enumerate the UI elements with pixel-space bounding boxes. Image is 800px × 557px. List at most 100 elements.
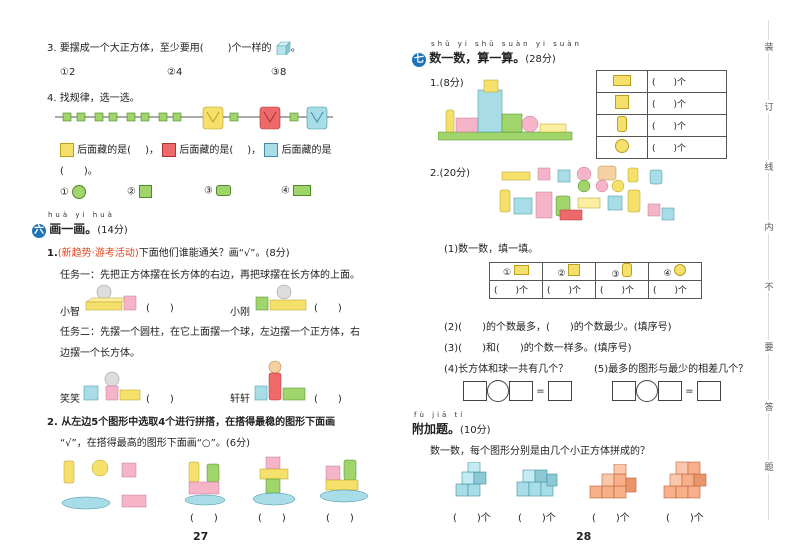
q7-1-answer-4[interactable]: ( )个 <box>647 136 727 159</box>
q4-option-1[interactable]: ① <box>60 185 87 199</box>
q7-2-answer-4[interactable]: ( )个 <box>648 280 702 299</box>
ball-icon <box>615 139 629 153</box>
side-char: 不 <box>759 280 779 293</box>
stack-b <box>252 456 296 506</box>
q4-option-4[interactable]: ④ <box>281 185 312 197</box>
right-page: shǔ yi shǔ suàn yi suàn 七 数一数，算一算。(28分) … <box>400 0 800 557</box>
xiaoxiao-arrangement <box>83 371 141 401</box>
sec6-header: 六 画一画。(14分) <box>32 222 128 238</box>
cylinder-icon <box>216 185 232 196</box>
cube-icon <box>615 95 629 109</box>
q7-2-count-table: ① ② ③ ④ ( )个 ( )个 ( )个 ( )个 <box>489 262 702 299</box>
q7-2-sub3[interactable]: (3)( )和( )的个数一样多。(填序号) <box>444 343 632 354</box>
name-xiaozhi: 小智 <box>60 307 80 318</box>
cuboid-icon <box>513 265 529 275</box>
q4-option-3[interactable]: ③ <box>204 185 232 197</box>
cylinder-icon <box>617 116 627 132</box>
q7-1-block-picture <box>438 79 573 141</box>
q3-option-1[interactable]: ①2 <box>60 67 76 78</box>
table-row: ( )个 <box>596 136 727 159</box>
side-char: 答 <box>759 400 779 413</box>
q6-1-task2-line1: 任务二：先摆一个圆柱，在它上面摆一个球，左边摆一个正方体，右 <box>60 327 360 338</box>
q7-2-sub5: (5)最多的图形与最少的相差几个？ <box>594 364 749 375</box>
q7-2-sub4: (4)长方体和球一共有几个？ <box>444 364 569 375</box>
answer-box[interactable] <box>612 381 636 401</box>
q3-option-3[interactable]: ③8 <box>271 67 287 78</box>
q4-question-line: 后面藏的是()， 后面藏的是()， 后面藏的是 <box>60 141 332 157</box>
q4-option-2[interactable]: ② <box>127 185 153 198</box>
sec7-badge: 七 <box>412 53 426 67</box>
cube-stack-3 <box>589 464 637 499</box>
bonus-pinyin: fù jiā tí <box>414 411 466 419</box>
side-char: 装 <box>759 40 779 53</box>
left-page: 3. 要摆成一个大正方体，至少要用()个一样的 。 ①2 ②4 ③8 4. 找规… <box>32 41 369 543</box>
bonus-answer-2[interactable]: ( )个 <box>518 513 556 524</box>
operator-circle[interactable] <box>636 380 658 402</box>
side-char: 题 <box>759 460 779 473</box>
answer-box[interactable] <box>463 381 487 401</box>
bonus-answer-4[interactable]: ( )个 <box>666 513 704 524</box>
side-char: 订 <box>759 100 779 113</box>
yellow-mask-icon <box>60 143 74 157</box>
answer-box[interactable] <box>696 381 721 401</box>
cylinder-icon <box>622 263 633 277</box>
q7-1-label: 1.(8分) <box>430 78 464 89</box>
q6-2-source-shapes <box>61 459 147 510</box>
cuboid-icon <box>293 185 312 196</box>
bonus-title: 附加题。 <box>412 422 461 436</box>
bonus-header: 附加题。(10分) <box>412 422 491 436</box>
bonus-answer-3[interactable]: ( )个 <box>592 513 630 524</box>
cube-icon <box>139 185 153 198</box>
operator-circle[interactable] <box>487 380 509 402</box>
page-number-right: 28 <box>576 530 592 543</box>
q6-2-stem-line1: 2. 从左边5个图形中选取4个进行拼搭，在搭得最稳的图形下面画 <box>47 417 336 428</box>
q7-2-answer-1[interactable]: ( )个 <box>489 280 543 299</box>
q6-2-stem-line2: “√”，在搭得最高的图形下面画“○”。(6分) <box>60 438 250 449</box>
red-mask-icon <box>162 143 177 157</box>
q7-2-label: 2.(20分) <box>430 168 471 179</box>
sec6-badge: 六 <box>32 224 46 238</box>
q7-2-answer-3[interactable]: ( )个 <box>595 280 649 299</box>
q7-2-equation-2: = <box>612 380 721 402</box>
q7-1-answer-1[interactable]: ( )个 <box>647 70 727 93</box>
side-char: 线 <box>759 160 779 173</box>
q7-2-answer-2[interactable]: ( )个 <box>542 280 596 299</box>
table-row: ① ② ③ ④ <box>489 262 702 281</box>
name-xiaoxiao: 笑笑 <box>60 394 80 405</box>
xiaoxiao-answer[interactable]: ( ) <box>146 394 174 405</box>
q7-1-answer-2[interactable]: ( )个 <box>647 92 727 115</box>
xiaogang-arrangement <box>255 284 307 311</box>
q4-title: 4. 找规律，选一选。 <box>47 93 140 104</box>
sec7-pinyin: shǔ yi shǔ suàn yi suàn <box>431 40 582 48</box>
answer-box[interactable] <box>509 381 533 401</box>
q7-2-sub1: (1)数一数，填一填。 <box>444 244 539 255</box>
q6-1-stem: 1.(新趋势·游考活动)下面他们谁能通关？画“√”。(8分) <box>47 248 290 259</box>
cube-stack-4 <box>663 461 707 499</box>
stack-a <box>184 461 226 506</box>
q7-2-sub2[interactable]: (2)( )的个数最多，( )的个数最少。(填序号) <box>444 322 672 333</box>
bonus-answer-1[interactable]: ( )个 <box>453 513 491 524</box>
stack-b-answer[interactable]: ( ) <box>258 513 286 524</box>
q7-2-equation-1: = <box>463 380 572 402</box>
sec6-title: 画一画。 <box>49 222 98 236</box>
xiaozhi-answer[interactable]: ( ) <box>146 303 174 314</box>
stack-c <box>319 459 369 503</box>
q7-1-answer-3[interactable]: ( )个 <box>647 114 727 137</box>
q6-1-tag: (新趋势·游考活动) <box>57 248 139 259</box>
stack-a-answer[interactable]: ( ) <box>190 513 218 524</box>
q7-2-shape-pile <box>499 165 675 221</box>
stack-c-answer[interactable]: ( ) <box>326 513 354 524</box>
cube-stack-2 <box>516 469 558 497</box>
xuanxuan-answer[interactable]: ( ) <box>314 394 342 405</box>
ball-icon <box>72 185 87 199</box>
answer-box[interactable] <box>547 381 572 401</box>
xiaogang-answer[interactable]: ( ) <box>314 303 342 314</box>
q7-1-count-table: ( )个 ( )个 ( )个 ( )个 <box>596 70 727 159</box>
table-row: ( )个 <box>596 92 727 115</box>
answer-box[interactable] <box>658 381 682 401</box>
cuboid-icon <box>613 74 631 86</box>
table-row: ( )个 <box>596 114 727 137</box>
q4-answer-blank[interactable]: ( )。 <box>60 166 98 177</box>
name-xiaogang: 小刚 <box>230 307 250 318</box>
q3-option-2[interactable]: ②4 <box>167 67 183 78</box>
